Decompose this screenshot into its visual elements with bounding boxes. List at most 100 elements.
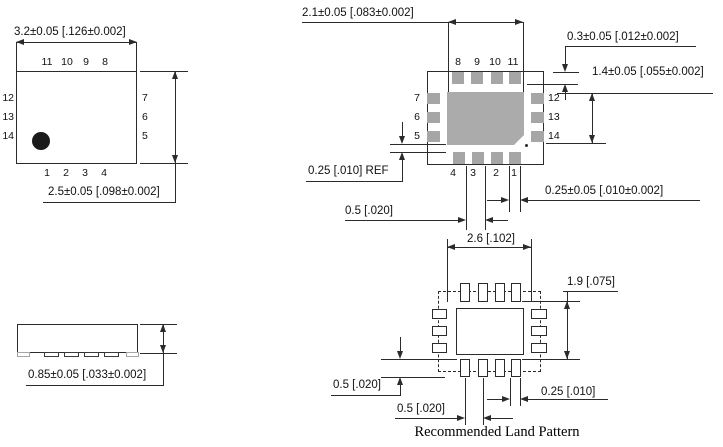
lead-pad xyxy=(491,72,503,84)
dim-leader-line xyxy=(395,418,457,419)
pin1-corner-dot xyxy=(525,144,528,147)
pin-label: 6 xyxy=(142,111,148,123)
dim-line xyxy=(163,324,164,386)
dim-line xyxy=(487,399,502,400)
extension-line xyxy=(483,378,484,425)
top-view-body-outline xyxy=(16,71,137,164)
pin-label: 3 xyxy=(82,167,88,179)
pin-label: 11 xyxy=(41,56,53,68)
land-pitch-dim: 0.5 [.020] xyxy=(397,403,445,415)
side-lead xyxy=(104,352,119,357)
top-view-width-dim: 3.2±0.05 [.126±0.002] xyxy=(14,26,126,38)
dim-line xyxy=(16,42,137,43)
lead-pad xyxy=(491,152,503,164)
arrow-left-icon xyxy=(520,197,528,203)
arrow-down-icon xyxy=(399,136,405,144)
top-view-height-dim: 2.5±0.05 [.098±0.002] xyxy=(48,186,160,198)
extension-line xyxy=(522,301,580,302)
arrow-right-icon xyxy=(515,19,523,25)
land-pad xyxy=(460,359,470,377)
side-lead xyxy=(17,352,30,357)
pin-label: 9 xyxy=(83,56,89,68)
extension-line xyxy=(448,22,449,92)
lead-pad xyxy=(531,93,544,104)
arrow-left-icon xyxy=(483,415,491,421)
pin-label: 8 xyxy=(102,56,108,68)
arrow-down-icon xyxy=(589,135,595,143)
extension-line xyxy=(140,71,188,72)
land-pad xyxy=(478,359,488,377)
extension-line xyxy=(531,239,532,302)
land-pad xyxy=(531,326,547,336)
lead-pad xyxy=(471,72,483,84)
pin-label: 9 xyxy=(474,56,480,68)
dim-line xyxy=(565,92,566,100)
dim-line xyxy=(402,122,403,136)
lead-pad xyxy=(427,131,440,142)
lead-length-dim: 0.3±0.05 [.012±0.002] xyxy=(567,31,679,43)
arrow-up-icon xyxy=(160,324,166,332)
pin-label: 13 xyxy=(548,111,560,123)
land-pad xyxy=(495,359,505,377)
center-pad-width-dim: 2.1±0.05 [.083±0.002] xyxy=(302,7,414,19)
dim-line xyxy=(400,385,401,395)
extension-line xyxy=(466,166,467,230)
dim-line xyxy=(400,337,401,351)
pin-label: 4 xyxy=(450,167,456,179)
center-pad xyxy=(447,92,524,145)
land-pad xyxy=(460,283,470,302)
corner-ref-dim: 0.25 [.010] REF xyxy=(308,165,389,177)
land-pad-length-dim: 0.5 [.020] xyxy=(333,379,381,391)
pin-label: 11 xyxy=(507,56,519,68)
dim-line xyxy=(592,93,593,143)
pin-label: 12 xyxy=(548,92,560,104)
arrow-up-icon xyxy=(564,301,570,309)
extension-line xyxy=(390,152,446,153)
arrow-left-icon xyxy=(16,39,24,45)
land-pad xyxy=(495,283,505,302)
pin-label: 5 xyxy=(414,130,420,142)
extension-line xyxy=(485,166,486,230)
land-pad xyxy=(531,343,547,353)
dim-line xyxy=(487,200,501,201)
arrow-right-icon xyxy=(129,39,137,45)
pin-label: 3 xyxy=(470,167,476,179)
dim-line xyxy=(567,301,568,359)
arrow-up-icon xyxy=(562,84,568,92)
pin-label: 14 xyxy=(548,130,560,142)
dim-leader-line xyxy=(565,46,696,47)
extension-line xyxy=(557,93,713,94)
pin-label: 10 xyxy=(489,56,501,68)
arrow-right-icon xyxy=(523,244,531,250)
thickness-dim: 0.85±0.05 [.033±0.002] xyxy=(28,369,147,381)
land-center-pad xyxy=(456,308,524,355)
pin-label: 7 xyxy=(142,92,148,104)
land-pattern-caption: Recommended Land Pattern xyxy=(414,424,580,440)
pitch-dim: 0.5 [.020] xyxy=(345,205,393,217)
pin-label: 8 xyxy=(455,56,461,68)
pin-label: 14 xyxy=(2,130,14,142)
arrow-up-icon xyxy=(172,71,178,79)
arrow-right-icon xyxy=(458,217,466,223)
pin-label: 2 xyxy=(493,167,499,179)
pin-label: 12 xyxy=(2,92,14,104)
extension-line xyxy=(520,166,521,212)
extension-line xyxy=(447,239,448,302)
pin-label: 13 xyxy=(2,111,14,123)
extension-line xyxy=(546,143,606,144)
arrow-down-icon xyxy=(160,345,166,353)
arrow-down-icon xyxy=(397,351,403,359)
extension-line xyxy=(140,324,177,325)
arrow-right-icon xyxy=(502,396,510,402)
land-pad xyxy=(432,326,447,336)
arrow-right-icon xyxy=(457,415,465,421)
dim-leader-line xyxy=(528,399,608,400)
pin-label: 10 xyxy=(61,56,73,68)
extension-line xyxy=(523,22,524,92)
land-width-dim: 2.6 [.102] xyxy=(467,233,515,245)
land-pad xyxy=(478,283,488,302)
pin-label: 7 xyxy=(414,92,420,104)
extension-line xyxy=(553,72,579,73)
land-pad xyxy=(511,283,521,302)
arrow-up-icon xyxy=(397,377,403,385)
